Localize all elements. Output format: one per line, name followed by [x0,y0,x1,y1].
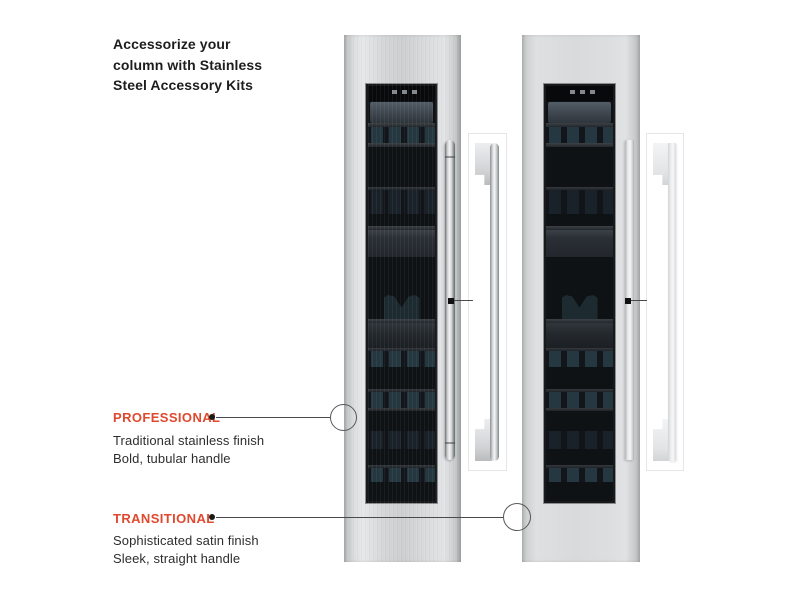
straight-handle-kit [668,143,676,461]
handle-mount [653,419,670,461]
interior-drawer [546,230,613,257]
control-panel [546,86,613,101]
handle-mount [475,143,492,185]
transitional-handle-kit-card [646,133,684,471]
transitional-label: TRANSITIONAL [113,511,215,526]
control-display-icons [570,90,596,94]
wine-bottle-row [546,190,613,214]
wine-bottle-row [546,351,613,367]
control-panel [368,86,435,101]
professional-desc-1: Traditional stainless finish [113,433,265,448]
accessory-kits-heading: Accessorize your column with Stainless S… [113,36,263,93]
bottle-stand [561,295,598,319]
wine-rack-interior [546,86,613,501]
bottle-stand-zone [546,293,613,319]
door-glass [365,83,438,504]
tubular-handle-kit [490,143,499,461]
transitional-wine-column [522,35,640,562]
callout-circle [330,404,357,431]
handle-marker-dot [448,298,454,304]
wine-bottle-row [368,351,435,367]
professional-label: PROFESSIONAL [113,410,221,425]
interior-drawer [546,323,613,348]
handle-marker-line [631,300,647,301]
callout-dot [209,414,215,420]
callout-dot [209,514,215,520]
professional-handle-kit-card [468,133,507,471]
door-glass [543,83,616,504]
interior-drawer [368,230,435,257]
handle-marker-line [454,300,473,301]
handle-mount [653,143,670,185]
wine-bottle-row [368,190,435,214]
wine-bottle-row [546,127,613,143]
wine-bottle-row [546,431,613,449]
wine-bottle-row [368,392,435,408]
control-display-icons [392,90,418,94]
handle-mount [475,419,492,461]
wine-bottle-row [546,468,613,482]
transitional-desc-1: Sophisticated satin finish [113,533,259,548]
handle-marker-dot [625,298,631,304]
bottle-stand-zone [368,293,435,319]
wine-bottle-row [368,431,435,449]
wine-bottle-row [546,392,613,408]
wine-bottle-row [368,468,435,482]
callout-circle [503,503,531,531]
bottle-stand [383,295,420,319]
callout-line [216,517,503,518]
callout-line [216,417,330,418]
interior-drawer [368,323,435,348]
top-shelf-band [370,102,433,123]
professional-desc-2: Bold, tubular handle [113,451,231,466]
wine-bottle-row [368,127,435,143]
wine-rack-interior [368,86,435,501]
transitional-desc-2: Sleek, straight handle [113,551,241,566]
professional-wine-column [344,35,461,562]
top-shelf-band [548,102,611,123]
